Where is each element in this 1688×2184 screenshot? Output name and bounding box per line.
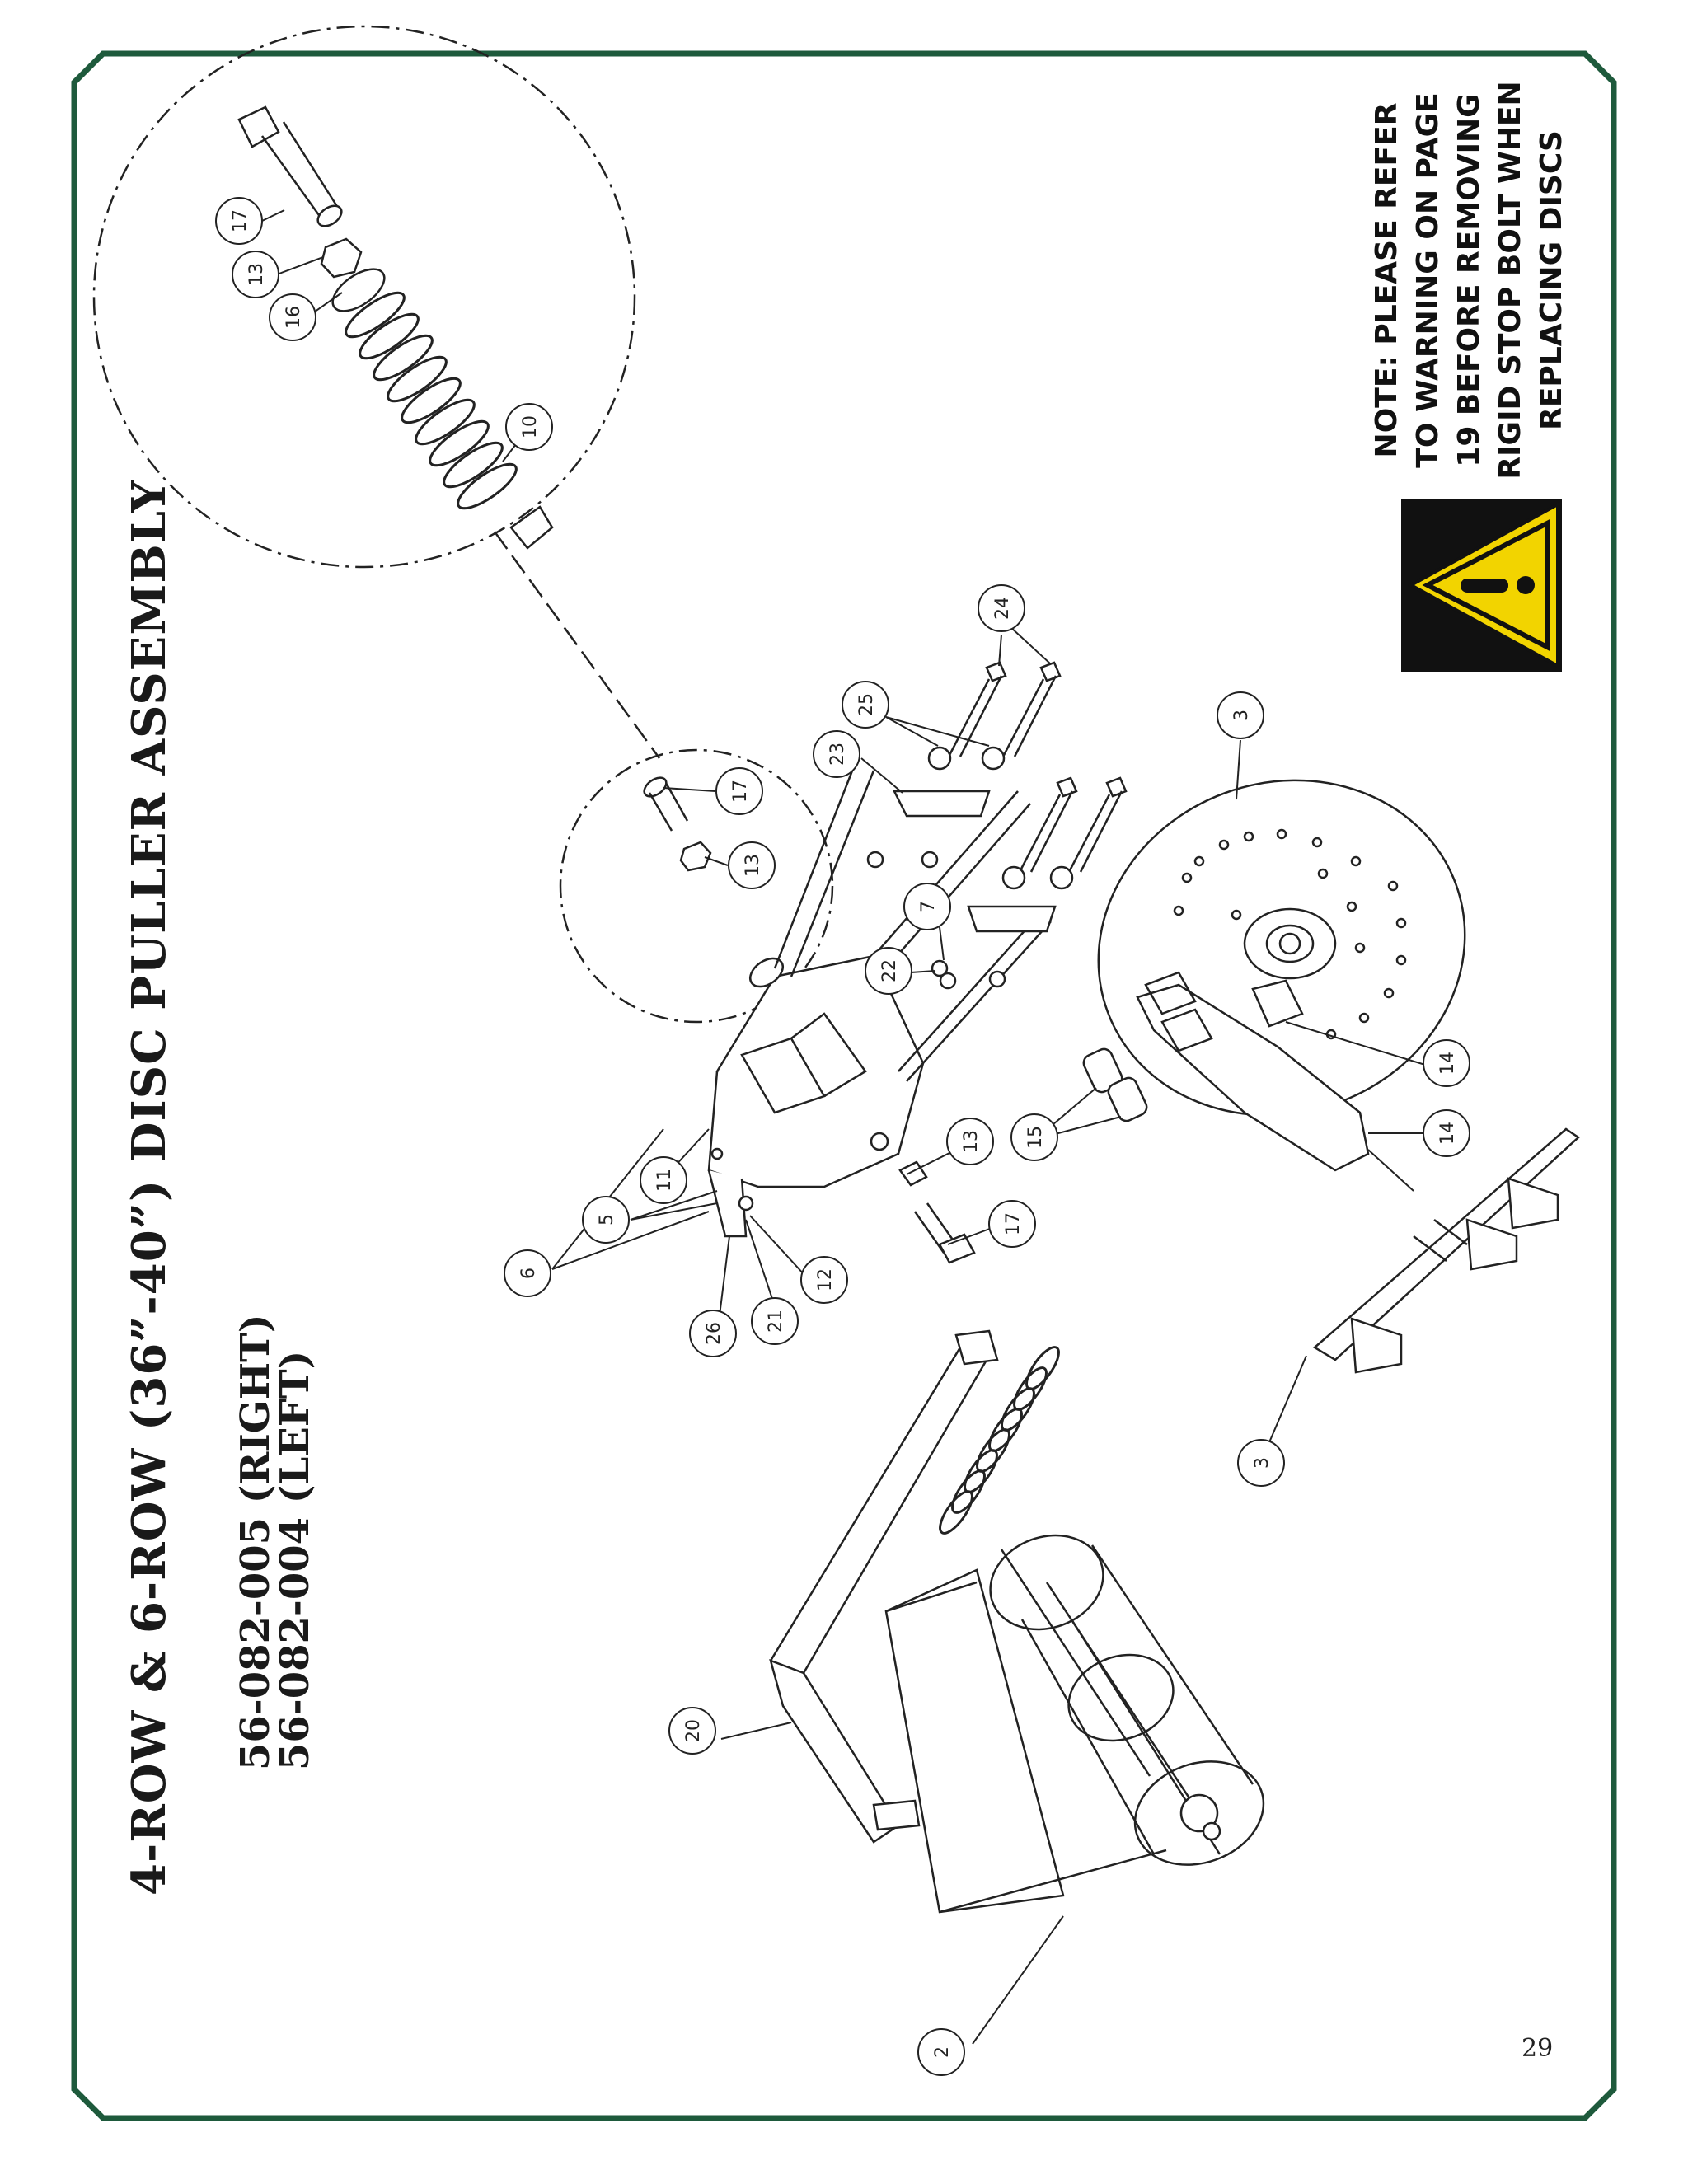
- callout-5: [582, 1196, 630, 1244]
- small-bolt-nut: [643, 776, 712, 872]
- callout-11: [640, 1156, 687, 1204]
- callout-22: [865, 947, 912, 995]
- callout-label: 17: [230, 209, 251, 232]
- main-bracket: [707, 757, 1057, 1238]
- callout-labels: 17 13 16 10 17 13 24 25 23 7 22 3 14 14 …: [230, 209, 1458, 2058]
- disc-side-view: [1312, 1127, 1581, 1374]
- callout-23: [813, 730, 860, 778]
- callout-bubbles: [215, 197, 1470, 2076]
- bolts-upper: [866, 776, 1128, 1151]
- callout-label: 14: [1437, 1122, 1458, 1145]
- callout-label: 3: [1231, 710, 1252, 721]
- callout-label: 5: [597, 1214, 617, 1226]
- callout-24: [978, 584, 1025, 632]
- callout-label: 12: [815, 1268, 836, 1291]
- callout-14a: [1423, 1039, 1470, 1087]
- callout-17b: [715, 767, 763, 815]
- callout-label: 14: [1437, 1052, 1458, 1075]
- callout-12: [800, 1256, 848, 1304]
- bolt-17-lower: [898, 1160, 976, 1264]
- callout-10: [505, 403, 553, 451]
- callout-label: 26: [704, 1322, 724, 1345]
- callout-label: 22: [879, 959, 900, 982]
- callout-label: 11: [654, 1169, 675, 1192]
- callout-17a: [215, 197, 263, 245]
- callout-label: 24: [992, 597, 1013, 620]
- callout-label: 10: [520, 415, 541, 438]
- callout-17c: [988, 1200, 1036, 1248]
- callout-label: 21: [766, 1310, 786, 1333]
- note-line: NOTE: PLEASE REFER: [1370, 102, 1404, 458]
- callout-7: [903, 883, 951, 930]
- callout-label: 13: [961, 1130, 982, 1153]
- scraper-assembly: [1082, 971, 1370, 1172]
- callout-6: [504, 1249, 551, 1297]
- callout-label: 2: [932, 2046, 953, 2058]
- page-number: 29: [1522, 2034, 1554, 2063]
- callout-2: [917, 2028, 965, 2076]
- callout-label: 3: [1252, 1457, 1273, 1469]
- callout-label: 17: [730, 780, 751, 803]
- note-line: RIGID STOP BOLT WHEN: [1493, 81, 1527, 480]
- callout-label: 16: [284, 306, 304, 329]
- callout-label: 23: [828, 743, 848, 766]
- callout-25: [842, 681, 889, 729]
- callout-13a: [232, 251, 279, 298]
- callout-20: [668, 1707, 716, 1755]
- page-title: 4-ROW & 6-ROW (36”-40”) DISC PULLER ASSE…: [122, 479, 176, 1896]
- bolts-24: [927, 661, 1062, 771]
- spring-bolt-assembly: [237, 105, 554, 550]
- part-number-left: 56-082-004 (LEFT): [272, 1350, 318, 1770]
- callout-label: 13: [743, 854, 763, 877]
- detail-circle-small: [559, 748, 834, 1024]
- callout-13b: [728, 841, 776, 889]
- callout-label: 6: [518, 1268, 539, 1279]
- note-line: TO WARNING ON PAGE: [1411, 92, 1445, 468]
- warning-triangle-icon: [1401, 499, 1562, 672]
- callout-label: 25: [856, 693, 877, 716]
- callout-15: [1010, 1113, 1058, 1161]
- warning-note: NOTE: PLEASE REFER TO WARNING ON PAGE 19…: [1367, 74, 1573, 486]
- callout-14b: [1423, 1109, 1470, 1157]
- note-line: 19 BEFORE REMOVING: [1452, 93, 1486, 467]
- arm-assembly: [769, 1329, 1060, 1844]
- callout-16: [269, 293, 316, 341]
- callout-13c: [946, 1118, 994, 1165]
- callout-label: 17: [1003, 1212, 1024, 1235]
- detail-circle-large: [92, 25, 636, 569]
- callout-21: [751, 1297, 799, 1345]
- callout-3a: [1217, 691, 1264, 739]
- callout-label: 7: [918, 901, 939, 912]
- callout-label: 20: [683, 1719, 704, 1742]
- callout-label: 15: [1025, 1126, 1046, 1149]
- callout-3b: [1237, 1439, 1285, 1487]
- roller-assembly: [884, 1534, 1265, 1914]
- page-border: [71, 50, 1617, 2121]
- callout-26: [689, 1310, 737, 1357]
- note-line: REPLACING DISCS: [1535, 130, 1568, 430]
- callout-label: 13: [246, 263, 267, 286]
- detail-leader-line: [493, 531, 661, 759]
